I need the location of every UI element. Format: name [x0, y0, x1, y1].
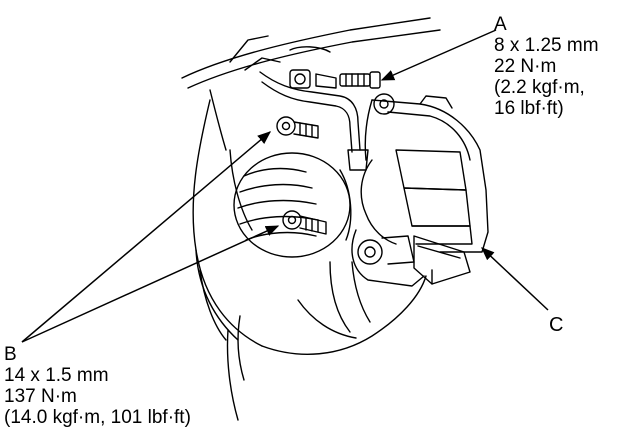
arrow-b-upper	[21, 131, 272, 343]
callout-a: A 8 x 1.25 mm 22 N·m (2.2 kgf·m, 16 lbf·…	[494, 14, 599, 119]
callout-a-torque-lbf: 16 lbf·ft)	[494, 98, 564, 119]
bolt-b-lower	[282, 210, 327, 235]
callout-b: B 14 x 1.5 mm 137 N·m (14.0 kgf·m, 101 l…	[4, 344, 191, 428]
callout-a-size: 8 x 1.25 mm	[494, 35, 599, 56]
caliper-body	[360, 93, 489, 253]
bolt-b-upper	[276, 116, 319, 139]
arrow-c	[481, 247, 549, 311]
arrow-a	[380, 29, 497, 81]
brake-hose	[259, 69, 369, 171]
knuckle-outline	[192, 99, 427, 421]
bolt-a	[339, 71, 381, 89]
callout-a-torque-nm: 22 N·m	[494, 56, 557, 77]
callout-a-letter: A	[494, 14, 507, 35]
callout-b-torque-alt: (14.0 kgf·m, 101 lbf·ft)	[4, 407, 191, 428]
callout-c-letter: C	[549, 314, 564, 336]
caliper-bracket	[329, 229, 425, 333]
boot-hub	[233, 152, 352, 258]
callout-a-torque-kgf: (2.2 kgf·m,	[494, 77, 585, 98]
callout-b-size: 14 x 1.5 mm	[4, 365, 109, 386]
arrow-b-lower	[21, 225, 280, 343]
leader-arrows	[21, 29, 549, 343]
callout-b-letter: B	[4, 344, 17, 365]
callout-b-torque-nm: 137 N·m	[4, 386, 77, 407]
strut-outline	[181, 17, 441, 151]
callout-c: C	[549, 315, 563, 336]
